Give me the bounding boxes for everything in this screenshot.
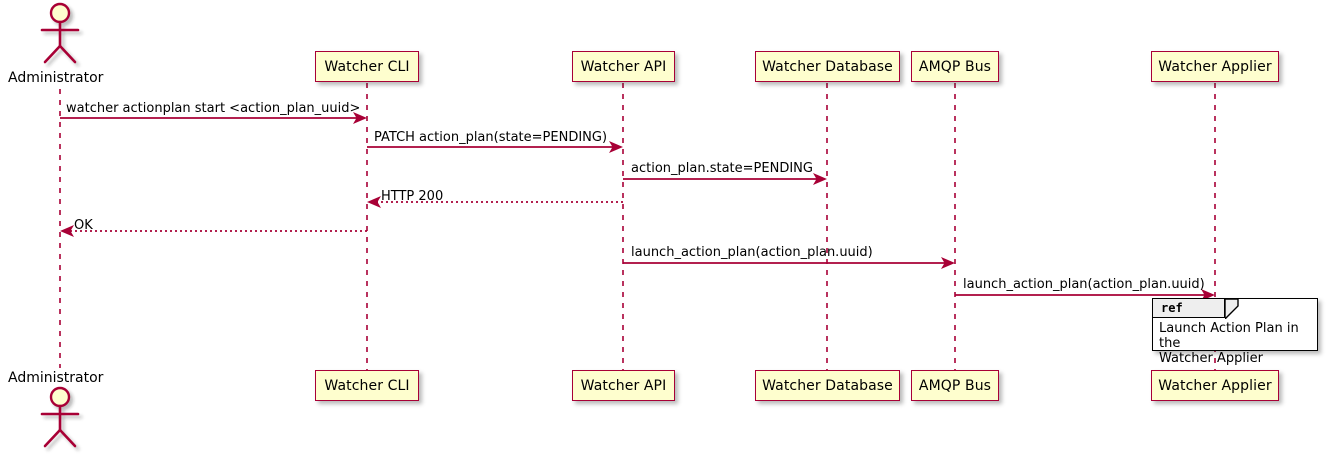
message-arrow-6 xyxy=(623,257,955,269)
participant-box-watcher-api-bottom[interactable]: Watcher API xyxy=(572,370,675,401)
actor-administrator-bottom xyxy=(40,386,80,448)
message-label-3: action_plan.state=PENDING xyxy=(631,161,813,176)
message-label-5: OK xyxy=(74,218,93,233)
message-arrow-1 xyxy=(60,112,367,124)
participant-box-watcher-applier-bottom[interactable]: Watcher Applier xyxy=(1151,370,1279,401)
ref-fragment-text-line-1: Launch Action Plan in the xyxy=(1159,321,1299,351)
participant-box-watcher-cli-top[interactable]: Watcher CLI xyxy=(315,51,419,82)
messages-group xyxy=(60,112,1215,301)
participant-box-amqp-bus-bottom[interactable]: AMQP Bus xyxy=(911,370,999,401)
message-label-1: watcher actionplan start <action_plan_uu… xyxy=(66,101,361,116)
participant-box-watcher-database-top[interactable]: Watcher Database xyxy=(755,51,900,82)
message-arrow-2 xyxy=(367,141,623,153)
message-label-7: launch_action_plan(action_plan.uuid) xyxy=(963,277,1205,292)
actor-label-administrator-bottom: Administrator xyxy=(8,370,104,386)
participant-box-amqp-bus-top[interactable]: AMQP Bus xyxy=(911,51,999,82)
participant-box-watcher-database-bottom[interactable]: Watcher Database xyxy=(755,370,900,401)
ref-fragment[interactable]: ref Launch Action Plan in the Watcher Ap… xyxy=(1152,298,1318,366)
ref-fragment-text: Launch Action Plan in the Watcher Applie… xyxy=(1159,321,1313,366)
ref-fragment-keyword: ref xyxy=(1161,301,1183,315)
participant-box-watcher-api-top[interactable]: Watcher API xyxy=(572,51,675,82)
participant-box-watcher-cli-bottom[interactable]: Watcher CLI xyxy=(315,370,419,401)
message-arrow-4 xyxy=(367,196,623,208)
message-arrow-5 xyxy=(60,225,367,237)
lifelines-group xyxy=(59,83,1216,371)
message-label-2: PATCH action_plan(state=PENDING) xyxy=(374,130,608,145)
ref-fragment-text-line-2: Watcher Applier xyxy=(1159,351,1263,366)
actor-administrator-top xyxy=(40,2,80,64)
message-label-4: HTTP 200 xyxy=(381,189,444,204)
ref-fragment-tab-fold-icon xyxy=(1225,299,1239,319)
actor-label-administrator-top: Administrator xyxy=(8,70,104,86)
participant-box-watcher-applier-top[interactable]: Watcher Applier xyxy=(1151,51,1279,82)
message-arrow-3 xyxy=(623,173,827,185)
message-label-6: launch_action_plan(action_plan.uuid) xyxy=(631,245,873,260)
